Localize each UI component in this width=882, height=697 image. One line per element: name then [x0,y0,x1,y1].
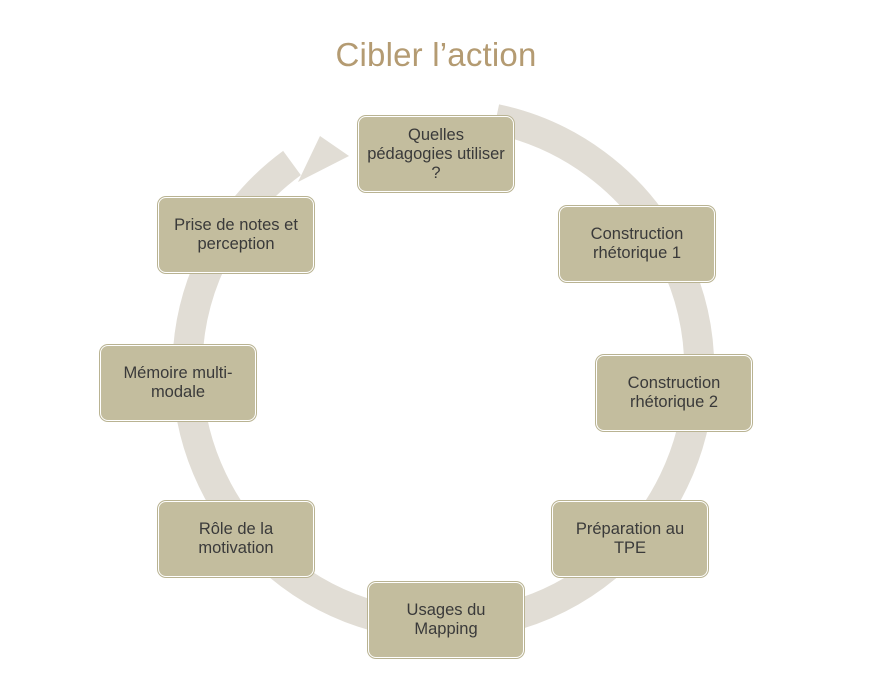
cycle-arrow-head [298,136,349,182]
cycle-node-construction-2: Construction rhétorique 2 [596,355,752,431]
cycle-node-pedagogies: Quelles pédagogies utiliser ? [358,116,514,192]
cycle-node-usages-mapping: Usages du Mapping [368,582,524,658]
cycle-node-motivation: Rôle de la motivation [158,501,314,577]
cycle-node-prise-de-notes: Prise de notes et perception [158,197,314,273]
cycle-node-memoire: Mémoire multi-modale [100,345,256,421]
cycle-node-preparation-tpe: Préparation au TPE [552,501,708,577]
cycle-node-construction-1: Construction rhétorique 1 [559,206,715,282]
page-title: Cibler l’action [335,36,537,73]
